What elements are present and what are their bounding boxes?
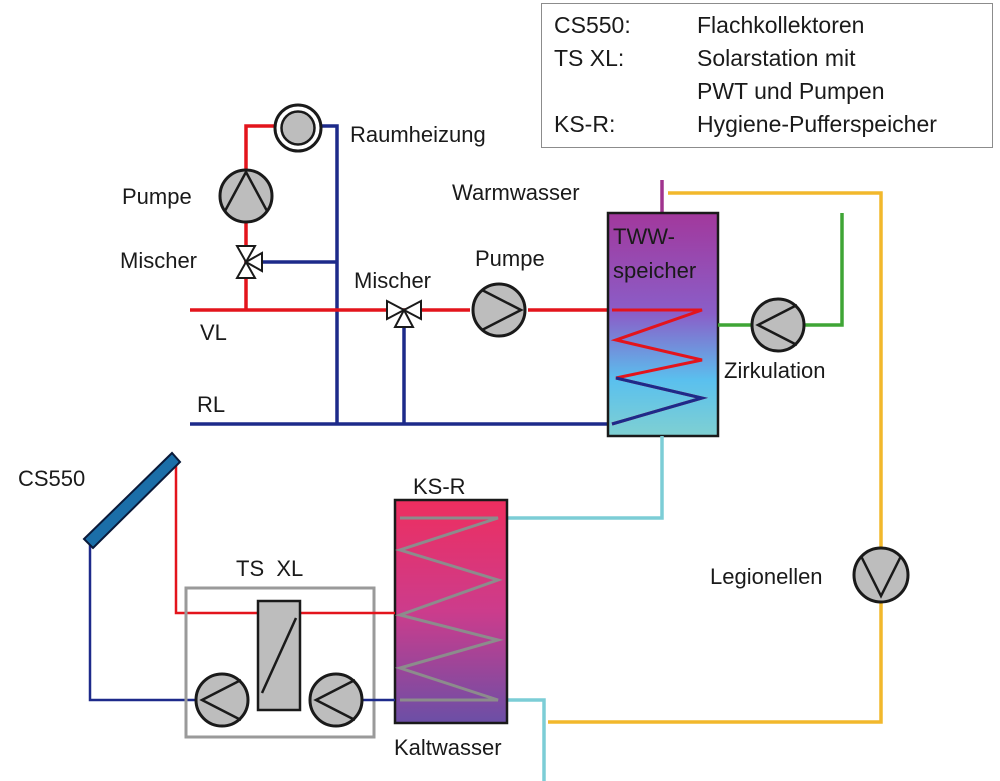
legionellen-return-line (548, 602, 883, 724)
label-pumpe-main: Pumpe (475, 246, 545, 271)
ks-r-heat-coil (394, 516, 504, 702)
pumpe-main-icon (471, 282, 527, 338)
label-tsxl: TS XL (236, 556, 303, 581)
cs550-collector-icon (82, 451, 182, 550)
ts-xl-pump-left-icon (194, 672, 250, 728)
mischer-heating-valve-icon (235, 245, 263, 279)
legend-key: CS550: (554, 12, 631, 38)
heating-return-line (318, 124, 339, 424)
label-legionellen: Legionellen (710, 564, 823, 589)
label-cs550: CS550 (18, 466, 85, 491)
label-warmwasser: Warmwasser (452, 180, 580, 205)
label-pumpe-heating: Pumpe (122, 184, 192, 209)
legend-box: CS550: Flachkollektoren TS XL: Solarstat… (541, 3, 993, 148)
solar-supply-line (174, 462, 258, 615)
zirkulation-return-line (804, 213, 844, 327)
tww-to-ksr-line (507, 436, 664, 520)
tww-heat-coil-lower (611, 376, 708, 426)
kaltwasser-inlet-line (507, 698, 546, 781)
legend-value: Solarstation mit (697, 45, 856, 71)
legend-value: Flachkollektoren (697, 12, 865, 38)
ts-xl-heat-exchanger-icon (256, 599, 302, 712)
label-rl: RL (197, 392, 225, 417)
ts-xl-pump-right-icon (308, 672, 364, 728)
legend-value: PWT und Pumpen (697, 78, 885, 104)
label-zirkulation: Zirkulation (724, 358, 825, 383)
legend-key: KS-R: (554, 111, 616, 137)
label-raumheizung: Raumheizung (350, 122, 486, 147)
mischer-main-valve-icon (386, 299, 422, 328)
label-ksr: KS-R (413, 474, 466, 499)
label-vl: VL (200, 320, 227, 345)
legionellen-line (668, 191, 883, 548)
solar-return-line (88, 540, 195, 702)
legend-value: Hygiene-Pufferspeicher (697, 111, 937, 137)
raumheizung-radiator-icon (273, 103, 323, 153)
label-tww-line1: TWW- (613, 224, 675, 249)
zirkulation-pump-icon (750, 297, 806, 353)
label-mischer-heating: Mischer (120, 248, 197, 273)
label-kaltwasser: Kaltwasser (394, 735, 502, 760)
label-mischer-main: Mischer (354, 268, 431, 293)
legionellen-pump-icon (852, 546, 910, 604)
label-tww-line2: speicher (613, 258, 696, 283)
heating-circuit (244, 124, 339, 424)
pumpe-heating-icon (218, 168, 274, 224)
legend-key: TS XL: (554, 45, 625, 71)
ts-xl-station-box (184, 586, 376, 739)
